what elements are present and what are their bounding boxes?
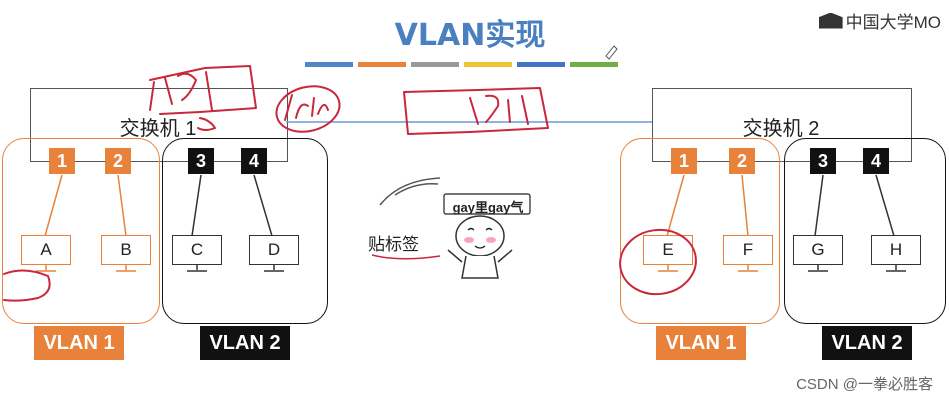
link-port4-d (253, 174, 273, 237)
link-port2-b (117, 174, 127, 237)
link-port1-e (666, 174, 685, 237)
trunk-handwriting (284, 94, 329, 121)
pc-h-monitor: H (871, 235, 921, 265)
pc-b-monitor: B (101, 235, 151, 265)
switch-1-label: 交换机 1 (119, 118, 197, 140)
sticker-caption: 贴标签 (368, 235, 419, 254)
switch1-port-4: 4 (241, 148, 267, 174)
vlan2-group-switch1 (162, 138, 328, 324)
color-bar-segment (464, 62, 512, 67)
scribble-marks-switch1 (149, 71, 213, 111)
vlan1-label-switch2: VLAN 1 (656, 326, 746, 360)
color-bar-segment (570, 62, 618, 67)
meme-speech-box (443, 193, 531, 215)
vlan2-label-switch1: VLAN 2 (200, 326, 290, 360)
logo-text: 中国大学MO (845, 13, 941, 32)
switch1-port-3: 3 (188, 148, 214, 174)
csdn-watermark: CSDN @一拳必胜客 (796, 376, 933, 393)
color-bar-segment (517, 62, 565, 67)
switch-2-box (652, 88, 912, 162)
switch2-port-4: 4 (863, 148, 889, 174)
mooc-logo: 中国大学MO (818, 8, 941, 33)
underline-stroke (371, 254, 441, 260)
vlan1-label-switch1: VLAN 1 (34, 326, 124, 360)
pc-c-monitor: C (172, 235, 222, 265)
color-bar-segment (358, 62, 406, 67)
pc-a-monitor: A (21, 235, 71, 265)
pc-d-monitor: D (249, 235, 299, 265)
scribble-marks-link (469, 94, 529, 125)
switch-2-label: 交换机 2 (742, 118, 820, 140)
trunk-circle (275, 85, 341, 133)
diagram-title: VLAN实现 (394, 18, 546, 53)
switch2-port-3: 3 (810, 148, 836, 174)
vlan1-group-switch1 (2, 138, 160, 324)
pencil-cursor-icon (605, 45, 618, 60)
link-port2-f (741, 174, 749, 237)
link-port1-a (44, 174, 63, 237)
switch2-port-1: 1 (671, 148, 697, 174)
motion-line (394, 182, 439, 196)
motion-line (379, 177, 441, 206)
vlan1-group-switch2 (620, 138, 780, 324)
link-port3-c (191, 174, 202, 237)
logo-icon (818, 12, 843, 29)
link-port4-h (875, 174, 895, 237)
vlan2-group-switch2 (784, 138, 946, 324)
vlan2-label-switch2: VLAN 2 (822, 326, 912, 360)
meme-text: gay里gay气 (452, 200, 524, 215)
circle-around-pc-e (619, 228, 697, 296)
color-bar-segment (411, 62, 459, 67)
scribble-box-switch1 (149, 65, 257, 115)
pc-e-monitor: E (643, 235, 693, 265)
scribble-box-link (403, 87, 549, 135)
link-port3-g (814, 174, 824, 237)
scribble-loop-switch1 (197, 117, 216, 131)
color-bar-segment (305, 62, 353, 67)
switch1-port-1: 1 (49, 148, 75, 174)
switch2-port-2: 2 (729, 148, 755, 174)
pc-f-monitor: F (723, 235, 773, 265)
switch1-port-2: 2 (105, 148, 131, 174)
pc-g-monitor: G (793, 235, 843, 265)
curve-near-pc-a (3, 269, 51, 302)
